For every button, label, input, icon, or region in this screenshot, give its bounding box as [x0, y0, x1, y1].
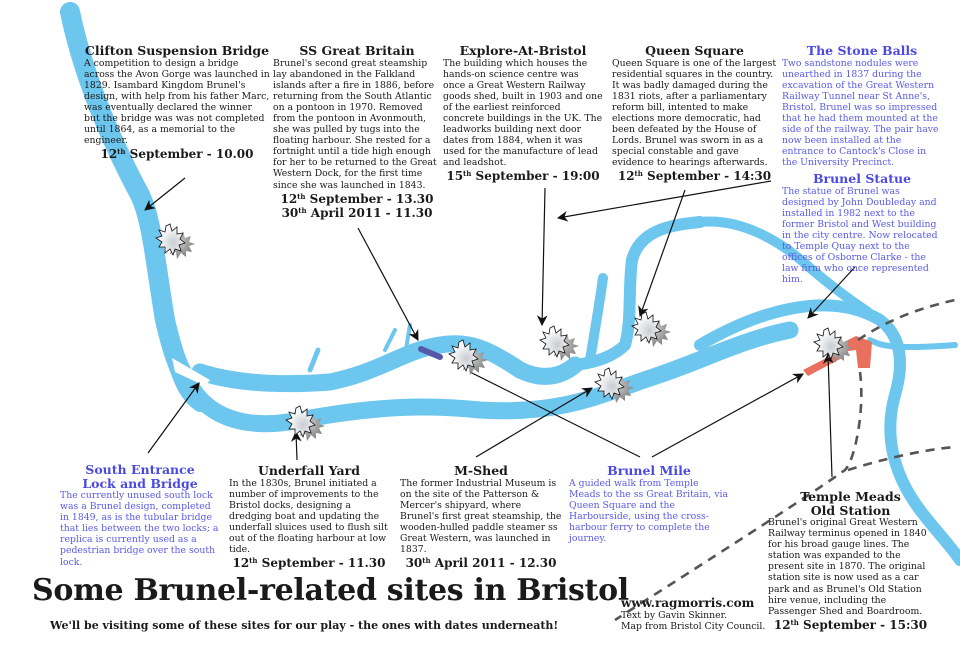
site-description: The former Industrial Museum is on the s…: [400, 477, 562, 556]
page-title: Some Brunel-related sites in Bristol: [32, 573, 629, 608]
marker-queen-square: [631, 311, 672, 348]
site-title: Underfall Yard: [258, 463, 360, 478]
site-title: Brunel Statue: [812, 171, 912, 186]
site-description: The statue of Brunel was designed by Joh…: [782, 185, 938, 286]
site-title: Queen Square: [645, 43, 744, 58]
site-date: 15th September - 19:00: [446, 169, 600, 184]
site-description: Brunel's second great steamship lay aban…: [273, 57, 437, 191]
website-link[interactable]: www.ragmorris.com: [621, 596, 755, 610]
site-description: A guided walk from Temple Meads to the s…: [569, 477, 728, 544]
site-queen-square: Queen Square Queen Square is one of the …: [612, 44, 777, 183]
railway-lines: [614, 298, 956, 622]
site-title: Brunel Mile: [607, 463, 691, 478]
site-description: The currently unused south lock was a Br…: [60, 490, 219, 568]
site-description: The building which houses the hands-on s…: [443, 57, 603, 169]
site-south-entrance-lock: South Entrance Lock and Bridge The curre…: [60, 463, 220, 568]
map-credit: Map from Bristol City Council.: [621, 621, 766, 632]
site-date: 12th September - 14:30: [617, 169, 772, 184]
site-title: SS Great Britain: [299, 43, 415, 58]
site-explore-at-bristol: Explore-At-Bristol The building which ho…: [443, 44, 603, 183]
site-title: Clifton Suspension Bridge: [84, 43, 270, 58]
site-description: Brunel's original Great Western Railway …: [768, 517, 927, 617]
site-underfall-yard: Underfall Yard In the 1830s, Brunel init…: [229, 464, 389, 570]
site-title: Temple Meads Old Station: [800, 489, 901, 518]
site-description: A competition to design a bridge across …: [84, 57, 270, 147]
credits: www.ragmorris.com Text by Gavin Skinner.…: [621, 596, 766, 633]
site-temple-meads: Temple Meads Old Station Brunel's origin…: [768, 490, 933, 632]
site-date: 30th April 2011 - 11.30: [281, 205, 433, 220]
site-title: M-Shed: [454, 463, 508, 478]
site-date: 30th April 2011 - 12.30: [405, 556, 557, 571]
site-title: Explore-At-Bristol: [459, 43, 587, 58]
callout-arrows: [144, 177, 856, 478]
site-description: Queen Square is one of the largest resid…: [612, 57, 777, 169]
site-date: 12th September - 15:30: [773, 617, 928, 632]
site-stone-balls: The Stone Balls Two sandstone nodules we…: [782, 44, 942, 168]
site-ss-great-britain: SS Great Britain Brunel's second great s…: [273, 44, 441, 220]
site-title: South Entrance Lock and Bridge: [82, 462, 198, 491]
site-date: 12th September - 13.30: [280, 191, 434, 206]
site-description: In the 1830s, Brunel initiated a number …: [229, 477, 388, 556]
text-credit: Text by Gavin Skinner.: [621, 610, 728, 621]
site-m-shed: M-Shed The former Industrial Museum is o…: [400, 464, 562, 570]
site-brunel-statue: Brunel Statue The statue of Brunel was d…: [782, 172, 942, 285]
marker-explore: [539, 325, 580, 362]
site-date: 12th September - 10.00: [100, 147, 254, 162]
page-subtitle: We'll be visiting some of these sites fo…: [50, 619, 559, 632]
site-brunel-mile: Brunel Mile A guided walk from Temple Me…: [569, 464, 729, 544]
site-date: 12th September - 11.30: [232, 556, 386, 571]
site-clifton: Clifton Suspension Bridge A competition …: [84, 44, 270, 161]
site-description: Two sandstone nodules were unearthed in …: [782, 57, 939, 169]
site-title: The Stone Balls: [806, 43, 918, 58]
